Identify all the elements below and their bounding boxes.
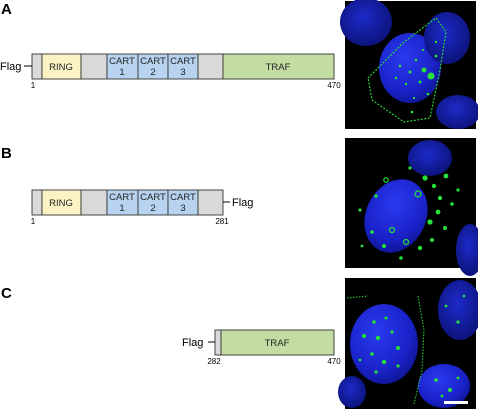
panel-b-construct: Flag RING CART 1 CART 2 CART 3 1 281 (31, 189, 253, 226)
panel-b-cart2-label-line2: 2 (150, 203, 155, 214)
panel-c-start-residue: 282 (207, 357, 221, 366)
micrograph-c-puncta (358, 294, 466, 398)
panel-a-flag-label: Flag (0, 61, 21, 73)
panel-b-cart1-label-line1: CART (109, 192, 135, 203)
micrograph-c (338, 278, 478, 409)
panel-c-end-residue: 470 (327, 357, 341, 366)
micrograph-c-nucleus-1 (350, 304, 418, 384)
micrograph-a-nucleus-1 (340, 0, 392, 46)
micrograph-c-nucleus-2 (438, 280, 478, 340)
micrograph-b-nucleus-2 (408, 140, 452, 176)
panel-a-cart2-label-line2: 2 (150, 67, 155, 78)
panel-b-cart3-label-line2: 3 (180, 203, 185, 214)
panel-a-linker-2 (197, 53, 224, 80)
panel-a-end-residue: 470 (327, 81, 341, 90)
panel-c-flag-label: Flag (182, 337, 203, 349)
panel-a-start-residue: 1 (31, 81, 36, 90)
micrograph-a-puncta (394, 40, 438, 114)
panel-b-cart2-label-line1: CART (140, 192, 166, 203)
micrograph-a (340, 0, 478, 129)
panel-a-cart1-domain (106, 53, 139, 80)
panel-b-end-residue: 281 (215, 217, 229, 226)
panel-b-ring-label: RING (49, 198, 73, 209)
panel-b-cart1-label-line2: 1 (119, 203, 124, 214)
micrograph-a-nucleus-4 (436, 95, 478, 129)
panel-a-nterm-segment (31, 53, 43, 80)
panel-a-cart2-domain (137, 53, 169, 80)
panel-b-start-residue: 1 (31, 217, 36, 226)
micrograph-b-nucleus-1 (364, 179, 428, 253)
micrograph-a-membrane-outline (367, 17, 447, 123)
panel-a-ring-domain (41, 53, 82, 80)
micrograph-a-nucleus-2 (379, 33, 441, 103)
panel-a-traf-label: TRAF (266, 62, 291, 73)
micrograph-c-membrane-1 (413, 295, 425, 405)
panel-a-ring-label: RING (49, 62, 73, 73)
micrograph-b (345, 138, 478, 276)
panel-a-letter: A (1, 1, 12, 18)
micrograph-c-scale-bar (444, 401, 468, 404)
panel-a-cart1-label-line2: 1 (119, 67, 124, 78)
panel-b-cterm-segment (197, 189, 224, 216)
panel-a-construct: Flag RING CART 1 CART 2 CART 3 TRAF 1 47… (0, 53, 341, 90)
panel-a-cart1-label-line1: CART (109, 56, 135, 67)
micrograph-c-nucleus-4 (338, 376, 366, 408)
panel-a-cart3-label-line1: CART (170, 56, 196, 67)
micrograph-b-puncta (358, 166, 460, 260)
panel-b-flag-label: Flag (232, 197, 253, 209)
panel-b-cart1-domain (106, 189, 139, 216)
panel-b-nterm-segment (31, 189, 43, 216)
panel-a-cart3-label-line2: 3 (180, 67, 185, 78)
panel-b-cart3-label-line1: CART (170, 192, 196, 203)
panel-c-construct: Flag TRAF 282 470 (182, 329, 341, 366)
panel-a-traf-domain (222, 53, 335, 80)
micrograph-c-membrane-2 (346, 295, 369, 299)
micrograph-b-nucleus-3 (456, 224, 478, 276)
micrograph-b-ring-puncta (383, 177, 422, 246)
micrograph-c-nucleus-3 (418, 364, 470, 408)
panel-a-cart2-label-line1: CART (140, 56, 166, 67)
panel-b-cart3-domain (167, 189, 199, 216)
panel-a-linker-1 (80, 53, 108, 80)
micrograph-a-nucleus-3 (424, 12, 470, 64)
panel-c-traf-label: TRAF (265, 338, 290, 349)
panel-c-letter: C (1, 285, 12, 302)
panel-c-nterm-segment (214, 329, 222, 356)
panel-c-traf-domain (220, 329, 335, 356)
panel-b-letter: B (1, 145, 12, 162)
panel-b-ring-domain (41, 189, 82, 216)
panel-b-linker-1 (80, 189, 108, 216)
